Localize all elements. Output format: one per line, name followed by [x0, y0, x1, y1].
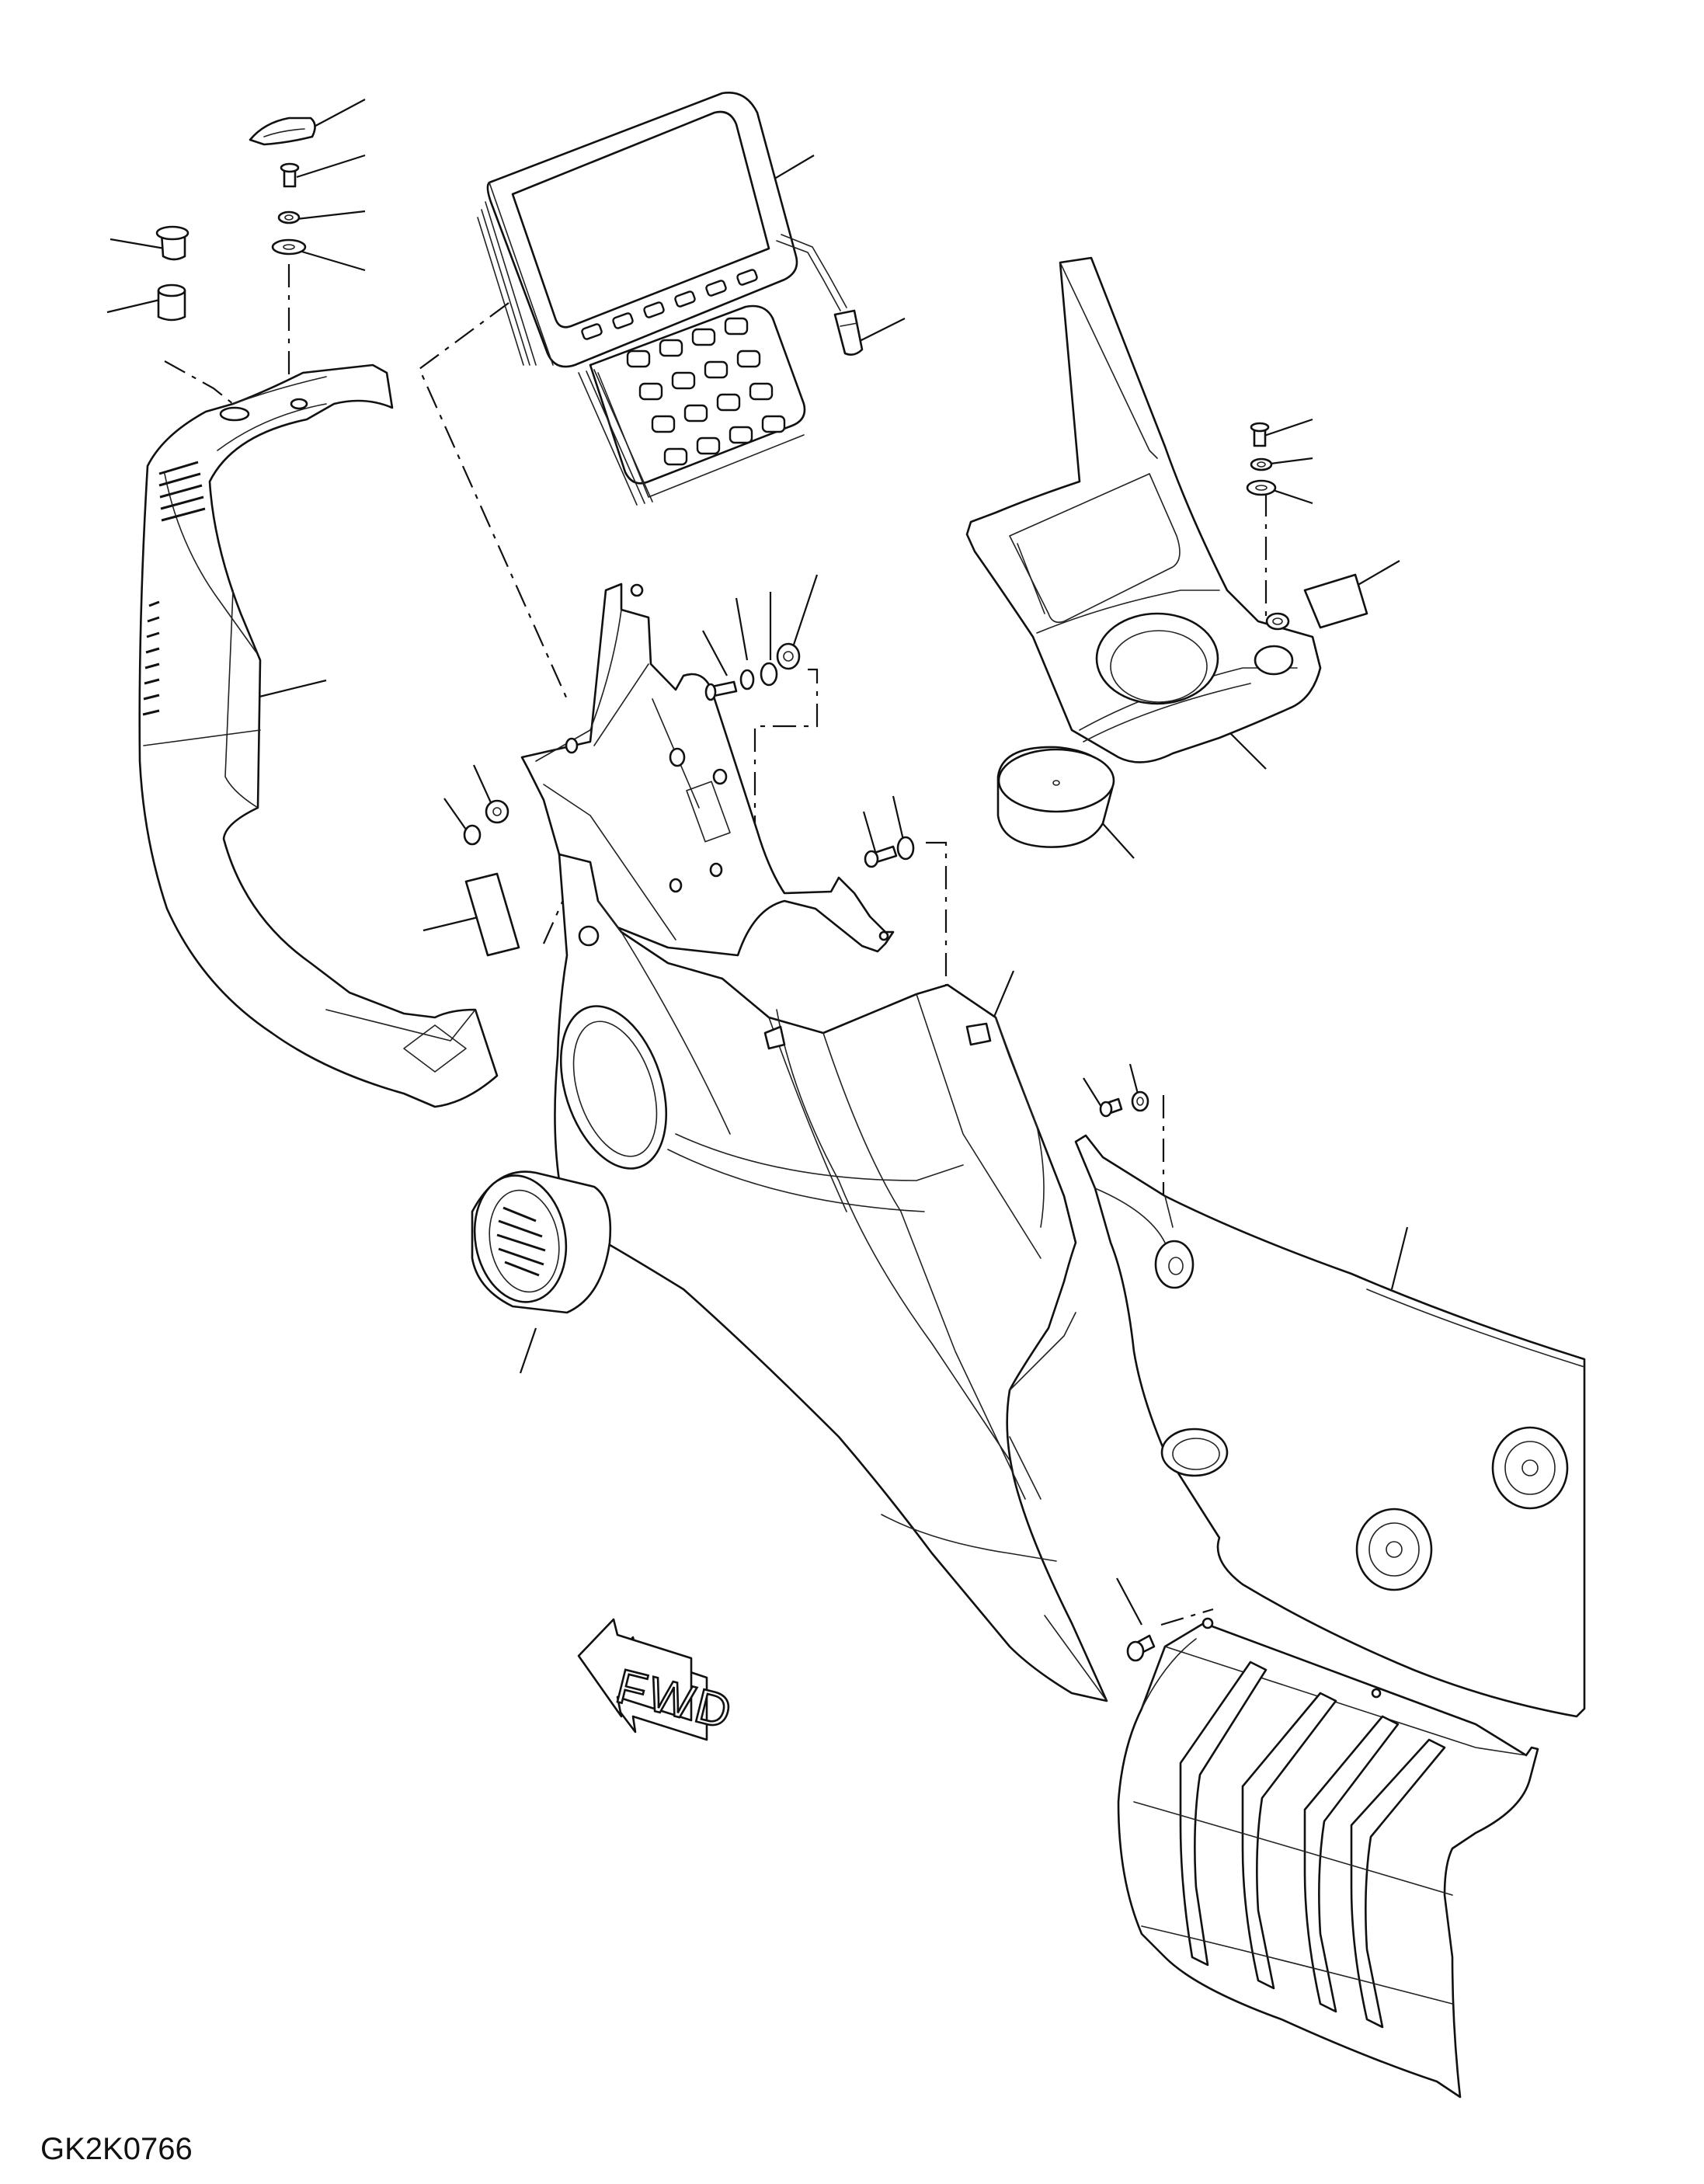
collar-icon — [158, 285, 185, 320]
fwd-label: FWD — [611, 1660, 739, 1741]
cup-holder-panel — [967, 258, 1320, 762]
cap-icon — [250, 118, 315, 144]
screw-icon — [1101, 1099, 1122, 1116]
fwd-direction-arrow: FWD — [579, 1619, 740, 1741]
washer-icon — [1251, 459, 1271, 470]
screw-icon — [281, 164, 298, 186]
screw-icon — [1128, 1636, 1154, 1661]
screw-icon — [706, 682, 736, 700]
screw-icon — [1251, 423, 1268, 446]
cup-icon — [998, 747, 1114, 847]
washer-icon — [279, 212, 299, 223]
washer-icon — [464, 644, 799, 844]
left-cover — [140, 365, 497, 1107]
keypad — [579, 306, 805, 505]
flat-washer-icon — [1247, 481, 1275, 495]
label-icon — [466, 874, 519, 955]
connector-icon — [835, 311, 862, 355]
vent-icon — [465, 1168, 610, 1313]
screw-icon — [865, 847, 896, 867]
washer-icon — [898, 837, 913, 859]
rear-cover — [1118, 1619, 1538, 2097]
monitor — [478, 92, 847, 367]
plug-icon — [157, 227, 188, 259]
label-icon — [1305, 575, 1367, 628]
right-side-panel — [1076, 1135, 1584, 1716]
washer-icon — [1132, 1092, 1148, 1111]
bracket — [522, 584, 893, 955]
flat-washer-icon — [273, 240, 305, 254]
console-cover — [542, 854, 1107, 1701]
drawing-code: GK2K0766 — [40, 2132, 193, 2166]
